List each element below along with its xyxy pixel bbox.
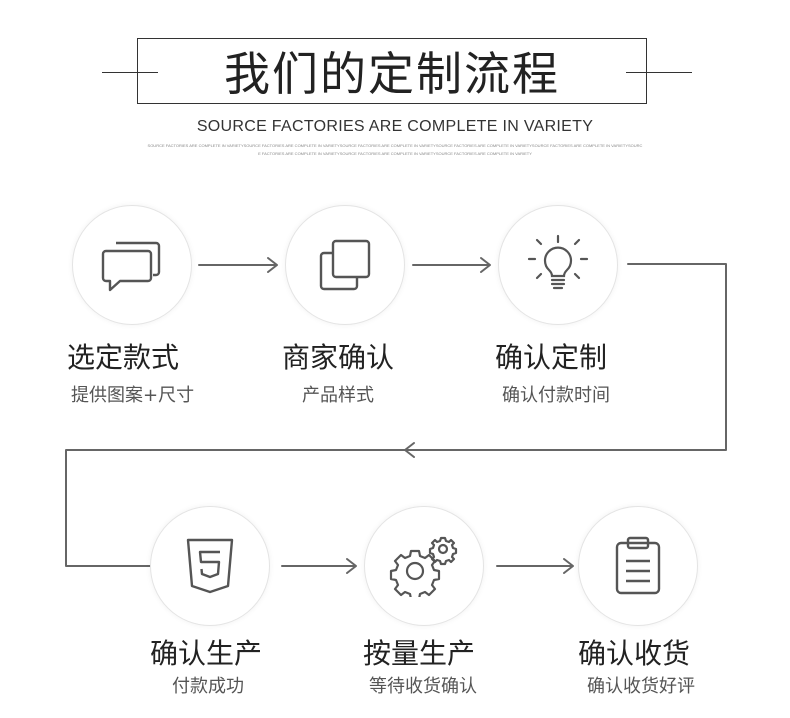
step-subtitle-5: 等待收货确认	[369, 676, 477, 697]
fine-print-line-2: E FACTORIES ARE COMPLETE IN VARIETYSOURC…	[258, 151, 532, 156]
step-circle-6	[578, 506, 698, 626]
step-circle-4	[150, 506, 270, 626]
clipboard-icon	[611, 535, 665, 597]
step-title-3: 确认定制	[495, 341, 608, 374]
title-decor-line-right	[626, 72, 692, 73]
step-subtitle-3: 确认付款时间	[502, 385, 610, 406]
html5-shield-icon	[182, 536, 238, 596]
copy-squares-icon	[315, 235, 375, 295]
title-decor-line-left	[102, 72, 158, 73]
step-title-6: 确认收货	[578, 637, 691, 670]
step-subtitle-4: 付款成功	[172, 676, 244, 697]
subtitle: SOURCE FACTORIES ARE COMPLETE IN VARIETY	[196, 118, 594, 135]
step-circle-5	[364, 506, 484, 626]
step-title-4: 确认生产	[150, 637, 263, 670]
fine-print-line-1: SOURCE FACTORIES ARE COMPLETE IN VARIETY…	[147, 143, 643, 148]
page-title: 我们的定制流程	[224, 47, 560, 101]
title-box: 我们的定制流程	[137, 38, 647, 104]
gears-icon	[389, 535, 459, 597]
step-title-2: 商家确认	[282, 341, 395, 374]
step-title-1: 选定款式	[67, 341, 180, 374]
step-circle-3	[498, 205, 618, 325]
step-circle-1	[72, 205, 192, 325]
wrap-connector	[65, 263, 727, 567]
step-subtitle-2: 产品样式	[302, 385, 374, 406]
chat-bubbles-icon	[100, 237, 164, 293]
step-subtitle-1: 提供图案+尺寸	[71, 385, 195, 406]
step-circle-2	[285, 205, 405, 325]
step-title-5: 按量生产	[363, 637, 476, 670]
step-subtitle-6: 确认收货好评	[587, 676, 695, 697]
light-bulb-icon	[525, 232, 591, 298]
